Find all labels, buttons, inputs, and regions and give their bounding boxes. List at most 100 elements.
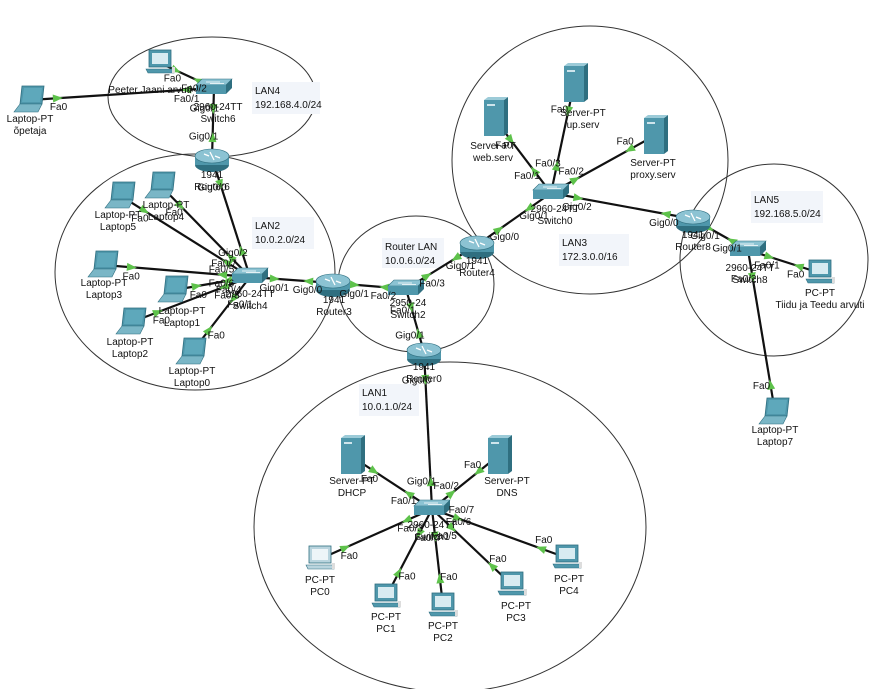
device-dns[interactable] <box>488 435 512 474</box>
laptop-icon[interactable] <box>175 337 207 365</box>
link-laptop2-switch4[interactable] <box>131 275 251 324</box>
pc-icon[interactable] <box>371 583 401 608</box>
device-pc1[interactable] <box>371 583 401 608</box>
device-switch1[interactable] <box>413 499 451 515</box>
pc-icon[interactable] <box>805 259 835 284</box>
device-upsrv[interactable] <box>564 63 588 102</box>
device-dhcp[interactable] <box>341 435 365 474</box>
laptop-icon[interactable] <box>144 171 176 199</box>
cable[interactable] <box>550 135 655 194</box>
cable[interactable] <box>404 288 426 353</box>
area-ellipse[interactable] <box>679 163 869 357</box>
device-peeter[interactable] <box>145 49 175 74</box>
device-laptop0[interactable] <box>175 337 207 365</box>
pc-icon[interactable] <box>145 49 175 74</box>
device-pc3[interactable] <box>497 571 527 596</box>
link-proxysrv-switch0[interactable] <box>550 135 655 194</box>
laptop-icon[interactable] <box>758 397 790 425</box>
link-switch2-router0[interactable] <box>404 288 426 353</box>
device-switch4[interactable] <box>231 267 269 283</box>
cable[interactable] <box>431 508 513 586</box>
laptop-icon[interactable] <box>157 275 189 303</box>
router-icon[interactable] <box>406 342 442 366</box>
device-pc2[interactable] <box>428 592 458 617</box>
server-icon[interactable] <box>564 63 588 102</box>
link-pc1-switch1[interactable] <box>385 508 433 598</box>
device-laptop4[interactable] <box>144 171 176 199</box>
device-router8[interactable] <box>675 209 711 233</box>
device-opetaja[interactable] <box>13 85 45 113</box>
switch-icon[interactable] <box>195 78 233 94</box>
link-router6-switch4[interactable] <box>210 157 252 278</box>
link-opetaja-switch6[interactable] <box>29 85 215 103</box>
switch-icon[interactable] <box>387 279 425 295</box>
link-pc0-switch1[interactable] <box>319 507 433 561</box>
device-switch6[interactable] <box>195 78 233 94</box>
device-laptop2[interactable] <box>115 307 147 335</box>
link-switch8-laptop7[interactable] <box>746 249 777 413</box>
link-pc2-switch1[interactable] <box>430 508 445 607</box>
switch-icon[interactable] <box>532 183 570 199</box>
laptop-icon[interactable] <box>115 307 147 335</box>
link-laptop3-switch4[interactable] <box>103 262 251 280</box>
switch-icon[interactable] <box>413 499 451 515</box>
laptop-icon[interactable] <box>104 181 136 209</box>
pc-icon[interactable] <box>497 571 527 596</box>
server-icon[interactable] <box>488 435 512 474</box>
link-router4-switch0[interactable] <box>476 192 552 246</box>
device-laptop3[interactable] <box>87 250 119 278</box>
device-websrv[interactable] <box>484 97 508 136</box>
device-switch2[interactable] <box>387 279 425 295</box>
link-laptop5-switch4[interactable] <box>120 195 251 278</box>
link-pc4-switch1[interactable] <box>431 507 568 560</box>
cable[interactable] <box>476 192 552 246</box>
router-icon[interactable] <box>194 148 230 172</box>
device-tiidu[interactable] <box>805 259 835 284</box>
cable[interactable] <box>549 83 576 194</box>
switch-icon[interactable] <box>729 240 767 256</box>
device-router4[interactable] <box>459 235 495 259</box>
link-router0-switch1[interactable] <box>421 351 435 510</box>
cable[interactable] <box>385 508 433 598</box>
device-router6[interactable] <box>194 148 230 172</box>
device-laptop5[interactable] <box>104 181 136 209</box>
link-switch0-router8[interactable] <box>550 191 694 221</box>
link-upsrv-switch0[interactable] <box>549 83 576 194</box>
link-laptop4-switch4[interactable] <box>160 185 251 278</box>
cable[interactable] <box>210 87 216 159</box>
laptop-icon[interactable] <box>13 85 45 113</box>
cable[interactable] <box>210 157 252 278</box>
device-switch0[interactable] <box>532 183 570 199</box>
link-pc3-switch1[interactable] <box>431 508 513 586</box>
switch-icon[interactable] <box>231 267 269 283</box>
device-laptop7[interactable] <box>758 397 790 425</box>
cable[interactable] <box>319 507 433 561</box>
cable[interactable] <box>430 508 445 607</box>
server-icon[interactable] <box>644 115 668 154</box>
device-switch8[interactable] <box>729 240 767 256</box>
area-ellipse[interactable] <box>451 25 729 295</box>
laptop-icon[interactable] <box>87 250 119 278</box>
router-icon[interactable] <box>675 209 711 233</box>
area-ellipse[interactable] <box>54 153 336 391</box>
server-icon[interactable] <box>341 435 365 474</box>
pc-icon[interactable] <box>305 545 335 570</box>
device-pc4[interactable] <box>552 544 582 569</box>
device-laptop1[interactable] <box>157 275 189 303</box>
pc-icon[interactable] <box>552 544 582 569</box>
server-icon[interactable] <box>484 97 508 136</box>
device-router0[interactable] <box>406 342 442 366</box>
cable[interactable] <box>131 275 251 324</box>
pc-icon[interactable] <box>428 592 458 617</box>
router-icon[interactable] <box>459 235 495 259</box>
device-pc0[interactable] <box>305 545 335 570</box>
device-router3[interactable] <box>315 273 351 297</box>
link-switch6-router6[interactable] <box>208 87 218 159</box>
device-proxysrv[interactable] <box>644 115 668 154</box>
cable[interactable] <box>160 185 251 278</box>
